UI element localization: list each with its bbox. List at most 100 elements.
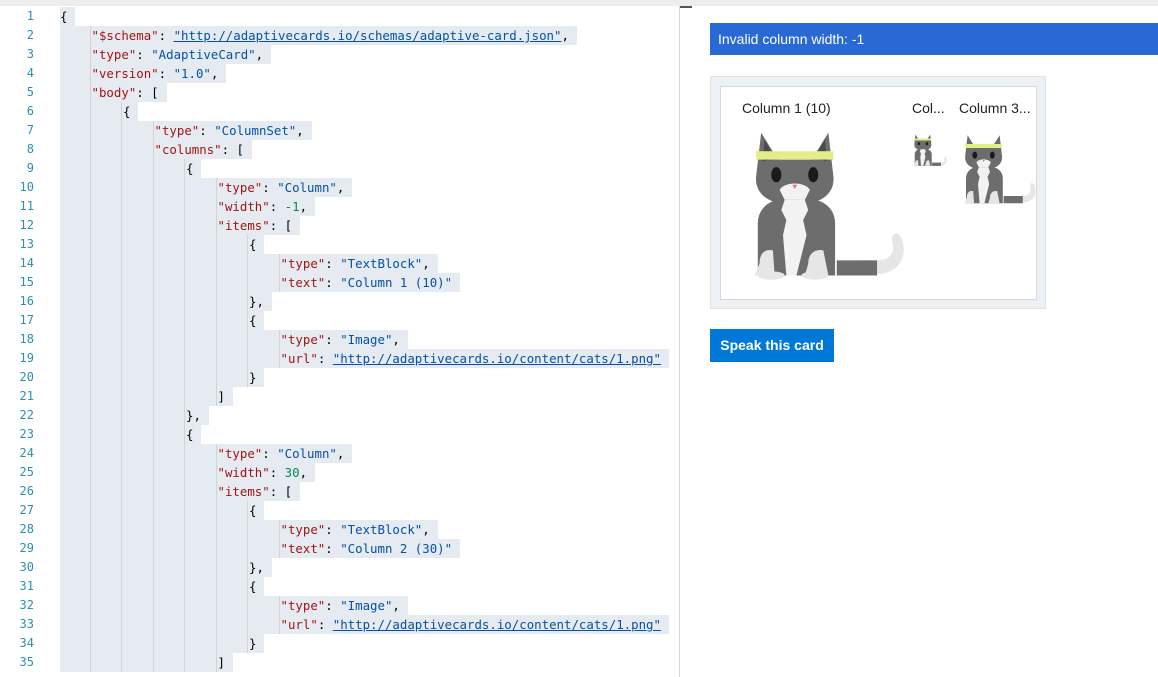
code-token: "1.0" (173, 66, 211, 81)
code-text: ] (60, 387, 233, 406)
line-number: 34 (19, 636, 34, 650)
code-token: , (336, 446, 345, 461)
code-token: "items" (217, 484, 270, 499)
column-3-title: Column 3... (959, 100, 1031, 116)
indent-guide (89, 539, 91, 558)
code-line[interactable]: 13{ (0, 235, 679, 254)
code-line[interactable]: 31{ (0, 577, 679, 596)
code-line[interactable]: 14"type": "TextBlock", (0, 254, 679, 273)
column-2-cat-image (913, 134, 947, 166)
code-line[interactable]: 12"items": [ (0, 216, 679, 235)
indent-guide (89, 311, 91, 330)
line-number: 26 (19, 484, 34, 498)
code-line[interactable]: 35] (0, 653, 679, 672)
code-token: : (269, 465, 285, 480)
line-number: 24 (19, 446, 34, 460)
code-line[interactable]: 7"type": "ColumnSet", (0, 121, 679, 140)
code-line[interactable]: 2"$schema": "http://adaptivecards.io/sch… (0, 26, 679, 45)
code-line[interactable]: 30}, (0, 558, 679, 577)
indent-guide (121, 387, 122, 406)
code-line[interactable]: 27{ (0, 501, 679, 520)
indent-guide (89, 178, 91, 197)
json-code-editor[interactable]: 1{2"$schema": "http://adaptivecards.io/s… (0, 6, 680, 677)
code-token: { (249, 579, 257, 594)
code-line[interactable]: 18"type": "Image", (0, 330, 679, 349)
code-token: { (186, 427, 194, 442)
indent-guide (152, 558, 154, 577)
indent-guide (215, 520, 217, 539)
indent-guide (121, 615, 122, 634)
code-line[interactable]: 17{ (0, 311, 679, 330)
line-number: 35 (19, 655, 34, 669)
code-token: : (325, 332, 341, 347)
code-token: : (317, 351, 333, 366)
indent-guide (215, 178, 217, 197)
code-line[interactable]: 8"columns": [ (0, 140, 679, 159)
line-number: 5 (26, 85, 34, 99)
code-text: "columns": [ (60, 140, 253, 159)
code-line[interactable]: 26"items": [ (0, 482, 679, 501)
code-line[interactable]: 24"type": "Column", (0, 444, 679, 463)
indent-guide (152, 216, 154, 235)
indent-guide (152, 273, 154, 292)
indent-guide (152, 368, 154, 387)
code-line[interactable]: 32"type": "Image", (0, 596, 679, 615)
code-line[interactable]: 4"version": "1.0", (0, 64, 679, 83)
indent-guide (89, 349, 91, 368)
code-line[interactable]: 1{ (0, 7, 679, 26)
code-line[interactable]: 20} (0, 368, 679, 387)
indent-guide (152, 463, 154, 482)
indent-guide (121, 102, 122, 121)
indent-guide (184, 520, 185, 539)
code-line[interactable]: 22}, (0, 406, 679, 425)
indent-guide (89, 615, 91, 634)
code-line[interactable]: 33"url": "http://adaptivecards.io/conten… (0, 615, 679, 634)
code-line[interactable]: 34} (0, 634, 679, 653)
code-line[interactable]: 5"body": [ (0, 83, 679, 102)
code-line[interactable]: 6{ (0, 102, 679, 121)
speak-card-button[interactable]: Speak this card (710, 329, 834, 362)
indent-guide (215, 539, 217, 558)
code-line[interactable]: 11"width": -1, (0, 197, 679, 216)
indent-guide (184, 273, 185, 292)
code-text: ] (60, 653, 233, 672)
code-line[interactable]: 16}, (0, 292, 679, 311)
indent-guide (152, 311, 154, 330)
code-token: "text" (280, 275, 326, 290)
line-number: 1 (26, 9, 34, 23)
indent-guide (247, 558, 248, 577)
code-token[interactable]: "http://adaptivecards.io/content/cats/1.… (332, 617, 661, 632)
code-token: -1 (284, 199, 300, 214)
line-number: 4 (26, 66, 34, 80)
indent-guide (121, 520, 122, 539)
indent-guide (247, 330, 248, 349)
indent-guide (247, 292, 248, 311)
indent-guide (121, 482, 122, 501)
code-line[interactable]: 19"url": "http://adaptivecards.io/conten… (0, 349, 679, 368)
code-line[interactable]: 15"text": "Column 1 (10)" (0, 273, 679, 292)
indent-guide (121, 368, 122, 387)
indent-guide (121, 501, 122, 520)
code-token: "Column" (277, 446, 337, 461)
code-text: "items": [ (60, 216, 301, 235)
code-line[interactable]: 25"width": 30, (0, 463, 679, 482)
indent-guide (152, 653, 154, 672)
code-line[interactable]: 29"text": "Column 2 (30)" (0, 539, 679, 558)
code-line[interactable]: 9{ (0, 159, 679, 178)
indent-guide (89, 26, 91, 45)
code-token: : (199, 123, 215, 138)
code-token[interactable]: "http://adaptivecards.io/content/cats/1.… (332, 351, 661, 366)
code-line[interactable]: 23{ (0, 425, 679, 444)
indent-guide (215, 558, 217, 577)
indent-guide (215, 330, 217, 349)
code-line[interactable]: 3"type": "AdaptiveCard", (0, 45, 679, 64)
indent-guide (121, 577, 122, 596)
code-line[interactable]: 28"type": "TextBlock", (0, 520, 679, 539)
code-text: "type": "Image", (60, 596, 408, 615)
indent-guide (89, 140, 91, 159)
code-token: , (296, 123, 304, 138)
code-line[interactable]: 10"type": "Column", (0, 178, 679, 197)
code-token[interactable]: "http://adaptivecards.io/schemas/adaptiv… (173, 28, 562, 43)
code-line[interactable]: 21] (0, 387, 679, 406)
indent-guide (184, 463, 185, 482)
